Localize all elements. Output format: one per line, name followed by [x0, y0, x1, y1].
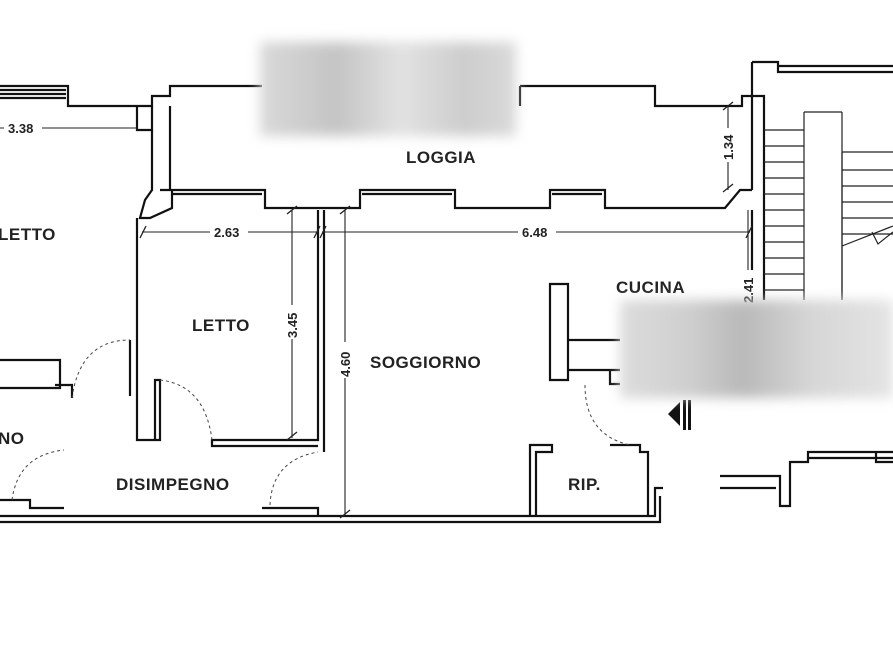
walls — [0, 60, 893, 524]
dim-letto-depth: 3.45 — [285, 313, 300, 338]
entrance-arrow-icon — [668, 400, 691, 430]
dim-cucina-depth: 2.41 — [741, 278, 756, 303]
room-label-cucina: CUCINA — [616, 278, 685, 297]
dim-left-width: 3.38 — [8, 121, 33, 136]
dim-loggia-depth: 1.34 — [721, 134, 736, 160]
redacted-region-top — [260, 42, 516, 136]
door-arc-letto — [159, 379, 213, 441]
room-label-soggiorno: SOGGIORNO — [370, 353, 481, 372]
redacted-region-right — [620, 300, 893, 398]
door-arc-disimpegno-left — [11, 449, 65, 501]
room-label-ripostiglio: RIP. — [568, 475, 601, 494]
dim-soggiorno-width: 6.48 — [522, 225, 547, 240]
door-arc-cucina — [584, 384, 631, 446]
room-label-letto: LETTO — [192, 316, 250, 335]
room-label-bagno: NO — [0, 429, 25, 448]
doors — [11, 339, 631, 506]
room-label-disimpegno: DISIMPEGNO — [116, 475, 230, 494]
dim-soggiorno-depth: 4.60 — [338, 352, 353, 377]
staircase — [764, 111, 893, 300]
room-labels: LOGGIA LETTO LETTO SOGGIORNO CUCINA NO D… — [0, 148, 685, 494]
dim-letto-width: 2.63 — [214, 225, 239, 240]
dimension-labels: 3.38 2.63 6.48 1.34 3.45 4.60 2.41 — [4, 120, 757, 378]
room-label-letto-left: LETTO — [0, 225, 56, 244]
room-label-loggia: LOGGIA — [406, 148, 476, 167]
door-arc-bagno — [71, 339, 131, 399]
door-arc-soggiorno — [269, 451, 319, 506]
